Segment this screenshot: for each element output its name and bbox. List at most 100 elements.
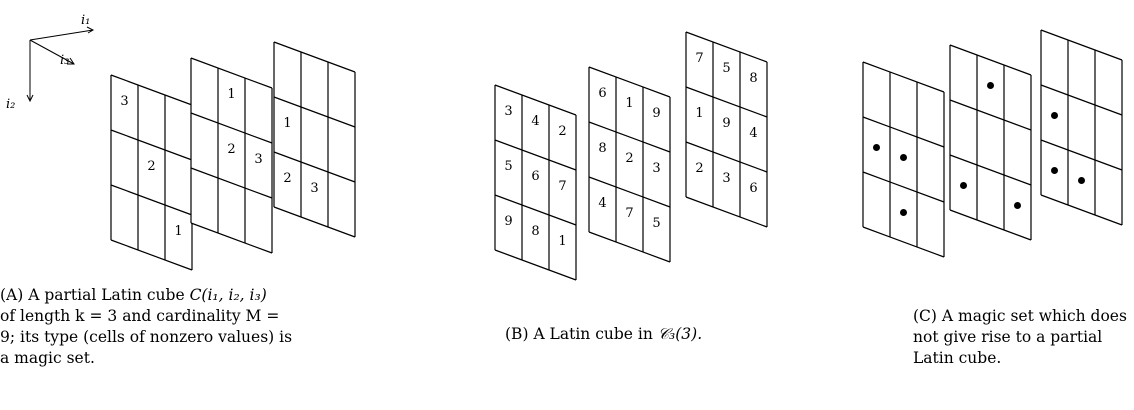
grid-line-horizontal [110,184,193,216]
cell-value: 2 [283,171,291,186]
cell-value: 5 [722,61,730,76]
grid-line-horizontal [273,206,356,238]
grid-line-horizontal [190,167,273,199]
cell-value: 4 [598,196,606,211]
grid-line-horizontal [949,209,1032,241]
layer-background [950,45,1031,240]
magic-set-dot [1051,112,1058,119]
cell-value: 1 [625,96,633,111]
cell-value: 7 [625,206,633,221]
layer-background [274,42,355,237]
cell-value: 5 [504,159,512,174]
magic-set-dot [987,82,994,89]
grid-line-horizontal [1040,139,1123,171]
grid-line-horizontal [949,44,1032,76]
grid-line-horizontal [862,61,945,93]
magic-set-dot [873,144,880,151]
grid-line-horizontal [685,196,768,228]
cell-value: 8 [598,141,606,156]
cell-value: 8 [749,71,757,86]
grid-line-horizontal [273,96,356,128]
layer-background [589,67,670,262]
cell-value: 2 [227,142,235,157]
magic-set-dot [960,182,967,189]
caption-c: (C) A magic set which does not give rise… [913,306,1133,369]
grid-line-horizontal [110,74,193,106]
cell-value: 7 [695,51,703,66]
cell-value: 5 [652,216,660,231]
axis-i3-label: i₃ [60,53,69,68]
grid-line-horizontal [190,57,273,89]
grid-line-horizontal [494,139,577,171]
axis-i2-arrowhead [26,94,34,103]
layer-background [111,75,192,270]
caption-a-tag: (A) [0,286,24,304]
cell-value: 3 [504,104,512,119]
cell-value: 1 [227,87,235,102]
caption-a: (A) A partial Latin cube C(i₁, i₂, i₃) o… [0,285,292,369]
layer-background [686,32,767,227]
layer-3 [1040,29,1123,226]
grid-line-horizontal [494,249,577,281]
caption-c-line3: Latin cube. [913,349,1002,367]
magic-set-dot [1014,202,1021,209]
cell-value: 4 [749,126,757,141]
axis-i3-arrow [29,39,75,65]
grid-line-horizontal [862,226,945,258]
axis-i1-label: i₁ [81,13,90,28]
axis-i1-arrowhead [86,26,95,34]
caption-b: (B) A Latin cube in 𝒞₃(3). [505,324,765,345]
layer-2 [949,44,1032,241]
magic-set-dot [1078,177,1085,184]
axis-i3-arrowhead [67,57,75,65]
cell-value: 1 [695,106,703,121]
grid-line-horizontal [1040,29,1123,61]
grid-line-horizontal [862,171,945,203]
cell-value: 4 [531,114,539,129]
caption-b-math: 𝒞₃(3). [657,325,703,343]
cell-value: 6 [598,86,606,101]
grid-line-horizontal [588,231,671,263]
grid-line-horizontal [685,141,768,173]
grid-line-horizontal [588,176,671,208]
caption-b-text: A Latin cube in [533,325,658,343]
cell-value: 1 [558,234,566,249]
cell-value: 8 [531,224,539,239]
cell-value: 9 [652,106,660,121]
grid-line-horizontal [1040,194,1123,226]
grid-line-horizontal [110,239,193,271]
cell-value: 9 [722,116,730,131]
layer-2: 6 1 9 8 2 3 4 7 5 [588,66,671,263]
caption-c-tag: (C) [913,307,937,325]
cell-value: 1 [283,116,291,131]
cell-value: 9 [504,214,512,229]
cell-value: 7 [558,179,566,194]
cell-value: 3 [120,94,128,109]
grid-line-horizontal [949,99,1032,131]
layer-1: 321 [110,74,193,271]
cell-value: 3 [652,161,660,176]
layer-background [1041,30,1122,225]
axis-i1-arrow [29,29,94,41]
axes-indicator [26,26,95,103]
grid-line-horizontal [273,151,356,183]
cell-value: 2 [625,151,633,166]
grid-line-horizontal [273,41,356,73]
caption-c-line2: not give rise to a partial [913,328,1103,346]
layer-background [495,85,576,280]
cell-value: 2 [147,159,155,174]
layer-1 [862,61,945,258]
grid-line-horizontal [588,66,671,98]
grid-line-horizontal [190,222,273,254]
grid-line-horizontal [1040,84,1123,116]
layer-2: 123 [190,57,273,254]
grid-line-horizontal [949,154,1032,186]
grid-line-horizontal [494,84,577,116]
caption-a-line4: a magic set. [0,349,95,367]
grid-line-horizontal [685,31,768,63]
axis-i2-label: i₂ [6,97,15,112]
